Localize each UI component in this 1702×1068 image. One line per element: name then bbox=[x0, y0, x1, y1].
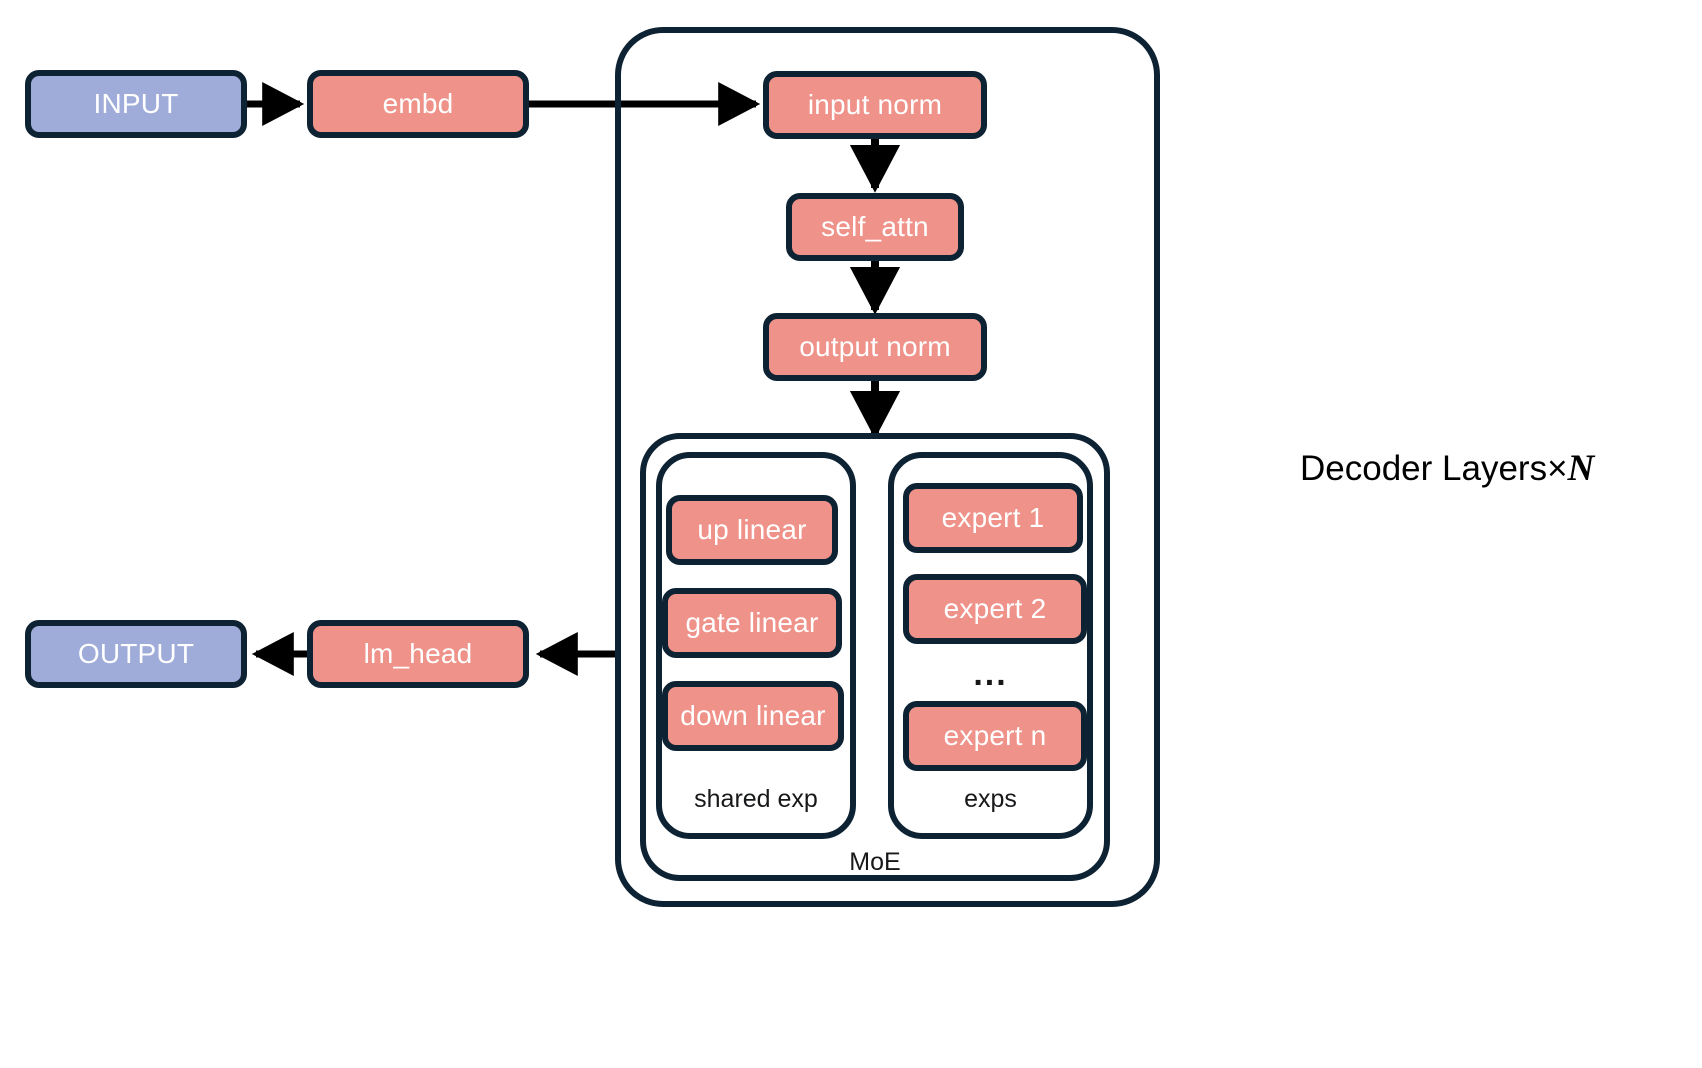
node-output[interactable]: OUTPUT bbox=[25, 620, 247, 688]
node-down-linear-label: down linear bbox=[680, 700, 826, 731]
experts-container bbox=[888, 452, 1093, 839]
node-output-label: OUTPUT bbox=[77, 638, 195, 669]
node-lm-head-label: lm_head bbox=[363, 638, 473, 669]
node-output-norm[interactable]: output norm bbox=[763, 313, 987, 381]
node-input-label: INPUT bbox=[93, 88, 179, 119]
node-output-norm-label: output norm bbox=[799, 331, 951, 362]
node-lm-head[interactable]: lm_head bbox=[307, 620, 529, 688]
node-gate-linear-label: gate linear bbox=[685, 607, 819, 638]
node-expert-2-label: expert 2 bbox=[943, 593, 1047, 624]
moe-container bbox=[640, 433, 1110, 881]
node-up-linear-label: up linear bbox=[697, 514, 807, 545]
node-input-norm-label: input norm bbox=[807, 89, 943, 120]
decoder-layers-annotation-text: Decoder Layers× bbox=[1300, 449, 1568, 488]
node-expert-1[interactable]: expert 1 bbox=[903, 483, 1083, 553]
node-down-linear[interactable]: down linear bbox=[662, 681, 844, 751]
decoder-layers-repeat-count: N bbox=[1567, 448, 1595, 489]
node-expert-2[interactable]: expert 2 bbox=[903, 574, 1087, 644]
moe-label: MoE bbox=[849, 848, 901, 876]
decoder-layers-annotation: Decoder Layers×N bbox=[1300, 450, 1594, 487]
node-expert-n[interactable]: expert n bbox=[903, 701, 1087, 771]
node-expert-n-label: expert n bbox=[943, 720, 1047, 751]
shared-expert-label: shared exp bbox=[694, 785, 818, 813]
node-embd-label: embd bbox=[382, 88, 454, 119]
decoder-layers-container bbox=[615, 27, 1160, 907]
node-embd[interactable]: embd bbox=[307, 70, 529, 138]
experts-ellipsis: ... bbox=[973, 655, 1008, 693]
shared-expert-container bbox=[656, 452, 856, 839]
node-input[interactable]: INPUT bbox=[25, 70, 247, 138]
node-self-attn-label: self_attn bbox=[821, 211, 929, 242]
experts-label: exps bbox=[964, 785, 1017, 813]
node-up-linear[interactable]: up linear bbox=[666, 495, 838, 565]
node-expert-1-label: expert 1 bbox=[941, 502, 1045, 533]
node-gate-linear[interactable]: gate linear bbox=[662, 588, 842, 658]
node-input-norm[interactable]: input norm bbox=[763, 71, 987, 139]
node-self-attn[interactable]: self_attn bbox=[786, 193, 964, 261]
